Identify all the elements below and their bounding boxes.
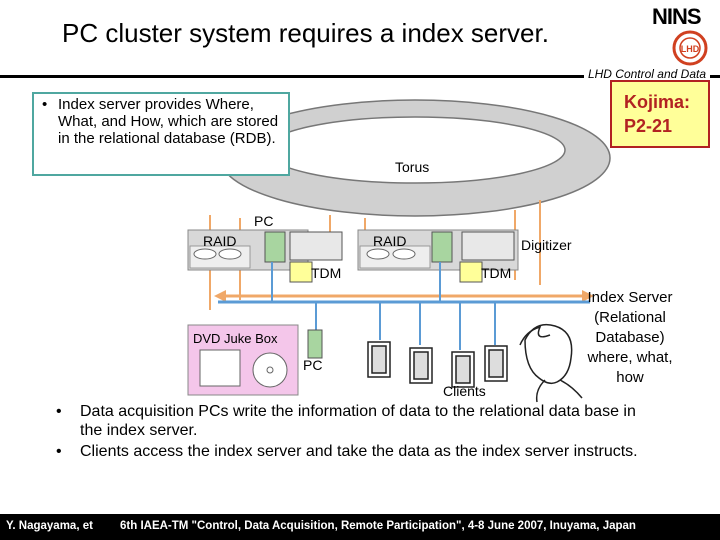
clients-label: Clients (443, 383, 486, 399)
bullet-list: • Data acquisition PCs write the informa… (56, 402, 656, 463)
bullet-text: Clients access the index server and take… (80, 443, 638, 460)
seal-text: LHD (681, 44, 700, 54)
header-divider (0, 75, 720, 78)
index-server-label: Index Server (Relational Database) where… (560, 288, 700, 388)
dvd-juke-box-label: DVD Juke Box (193, 331, 278, 346)
dvd-juke-box (187, 324, 323, 396)
client-monitors (367, 341, 508, 388)
lan-backbone (214, 262, 594, 350)
footer-author: Y. Nagayama, et (6, 520, 93, 532)
footer-event: 6th IAEA-TM "Control, Data Acquisition, … (120, 520, 636, 532)
bullet-dot: • (56, 403, 62, 420)
reference-poster-id: P2-21 (624, 116, 673, 136)
digitizer-label: Digitizer (521, 237, 572, 253)
callout-bullet: • (42, 96, 48, 113)
raid-left-label: RAID (203, 233, 236, 249)
tdm-right-label: TDM (481, 265, 511, 281)
pc-bottom-label: PC (303, 357, 322, 373)
pc-rack-left (187, 229, 343, 283)
poster-reference-box: Kojima: P2-21 (610, 80, 710, 148)
raid-right-label: RAID (373, 233, 406, 249)
index-server-callout: • Index server provides Where, What, and… (32, 92, 290, 176)
person-icon (519, 323, 583, 403)
reference-author: Kojima: (624, 92, 691, 112)
list-item: • Clients access the index server and ta… (56, 442, 656, 461)
index-server-line5: how (616, 369, 644, 386)
pc-top-label: PC (254, 213, 273, 229)
torus-shape (219, 99, 611, 217)
nins-logo: NINS (652, 4, 702, 29)
section-label: LHD Control and Data (583, 67, 710, 81)
index-server-line2: (Relational (594, 309, 666, 326)
torus-label: Torus (395, 159, 429, 175)
tdm-left-label: TDM (311, 265, 341, 281)
index-server-line1: Index Server (587, 289, 673, 306)
page-title: PC cluster system requires a index serve… (62, 18, 549, 48)
bullet-text: Data acquisition PCs write the informati… (80, 403, 636, 439)
bullet-dot: • (56, 443, 62, 460)
index-server-line3: Database) (595, 329, 665, 346)
list-item: • Data acquisition PCs write the informa… (56, 402, 656, 440)
lhd-seal-icon: LHD (672, 30, 708, 66)
footer-bar: Y. Nagayama, et 6th IAEA-TM "Control, Da… (0, 514, 720, 540)
callout-text: Index server provides Where, What, and H… (58, 96, 279, 147)
pc-rack-right (357, 229, 519, 283)
index-server-line4: where, what, (587, 349, 673, 366)
